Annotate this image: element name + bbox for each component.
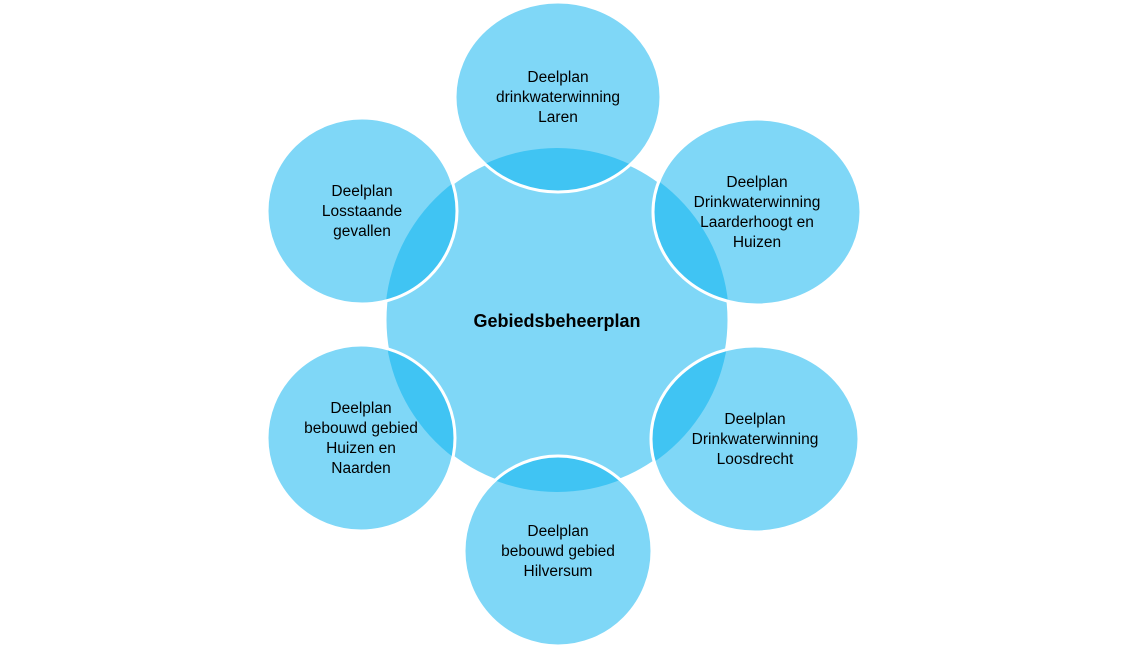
node-label-line: Huizen	[732, 234, 782, 251]
node-label-line: Deelplan	[331, 183, 393, 200]
node-label-line: Huizen en	[326, 440, 396, 457]
node-outline-top-left	[265, 116, 459, 306]
node-label-line: Deelplan	[726, 174, 788, 191]
node-label-line: Laren	[538, 109, 578, 126]
node-label-line: bebouwd gebied	[501, 543, 615, 560]
node-label-line: Drinkwaterwinning	[691, 431, 819, 448]
node-circle-top	[455, 2, 661, 192]
node-label-line: Loosdrecht	[716, 451, 794, 468]
node-outline-bottom-right	[649, 344, 861, 534]
node-label-line: Deelplan	[527, 69, 589, 86]
node-outline-bottom-left	[265, 343, 457, 533]
node-label-line: Deelplan	[330, 400, 392, 417]
node-label-line: drinkwaterwinning	[495, 89, 621, 106]
node-circle-bottom	[464, 456, 652, 646]
node-outline-bottom	[462, 454, 654, 648]
node-label-line: Deelplan	[527, 523, 589, 540]
node-label-line: Deelplan	[724, 411, 786, 428]
node-label-line: Laarderhoogt en	[700, 214, 814, 231]
node-label-line: Drinkwaterwinning	[693, 194, 821, 211]
node-outline-top-right	[651, 117, 863, 307]
node-label-line: bebouwd gebied	[304, 420, 418, 437]
node-outline-top	[453, 0, 663, 194]
center-title: Gebiedsbeheerplan	[473, 311, 641, 331]
node-label-line: gevallen	[333, 223, 391, 240]
node-label-line: Naarden	[331, 460, 391, 477]
node-label-line: Losstaande	[321, 203, 403, 220]
node-label-line: Hilversum	[523, 563, 593, 580]
